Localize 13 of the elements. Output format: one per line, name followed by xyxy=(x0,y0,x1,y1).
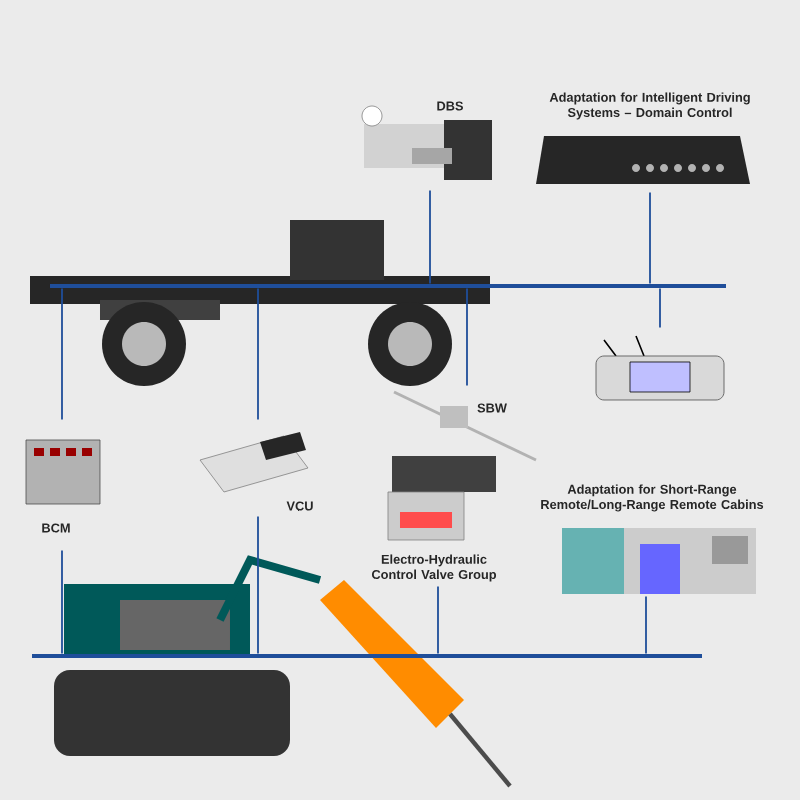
connector-line xyxy=(659,287,661,329)
connector-line xyxy=(429,189,431,285)
connector-line xyxy=(649,191,651,285)
connector-line xyxy=(466,287,468,387)
bus-line xyxy=(50,284,726,288)
remote-controller-drawing xyxy=(595,335,725,401)
bus-line xyxy=(32,654,702,658)
connector-line xyxy=(257,515,259,655)
connector-line xyxy=(61,549,63,655)
connector-line xyxy=(61,287,63,421)
connector-line xyxy=(257,287,259,421)
connector-line xyxy=(645,595,647,655)
connector-line xyxy=(437,585,439,655)
